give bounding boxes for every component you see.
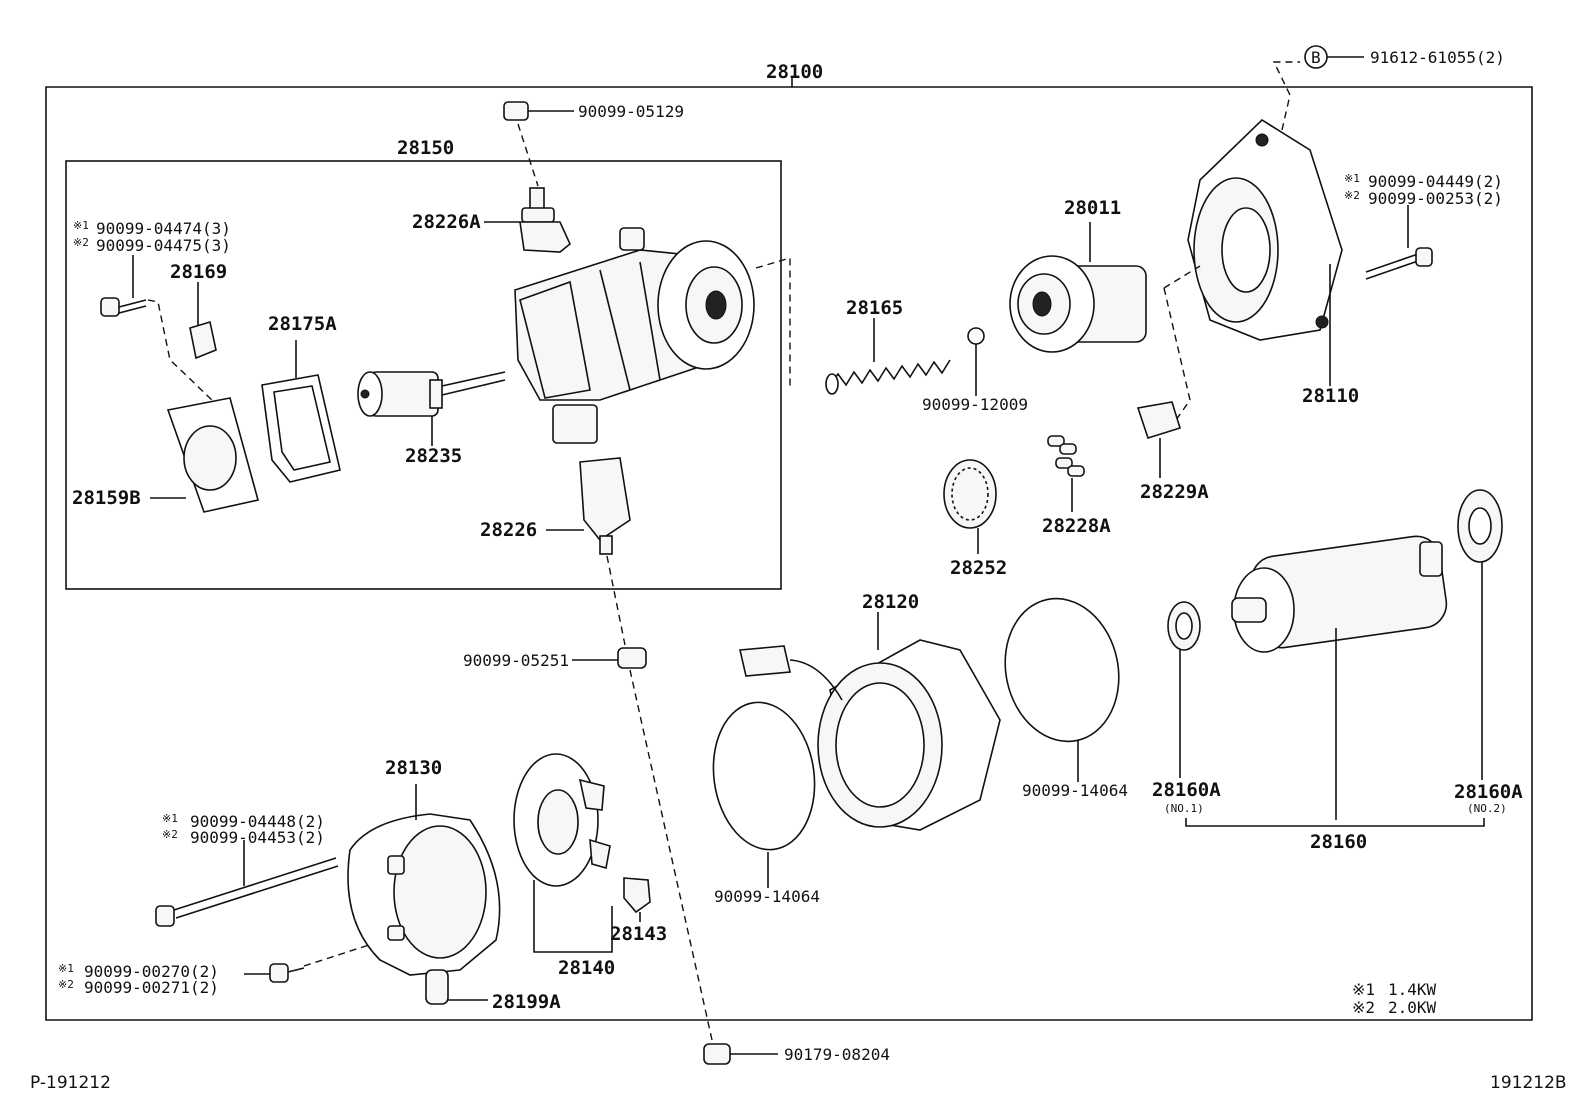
label-yoke: 28120: [862, 591, 919, 613]
mark-screws-2: ※2: [73, 236, 89, 249]
legend: ※1 1.4KW ※2 2.0KW: [1352, 980, 1437, 1017]
label-terminal: 28226: [480, 519, 537, 541]
mark-frame-2: ※2: [58, 978, 74, 991]
label-housing-bolt-1: 90099-04449(2): [1368, 172, 1503, 191]
label-frame-screw-1: 90099-00270(2): [84, 962, 219, 981]
label-thru-bolt-2: 90099-04453(2): [190, 828, 325, 847]
mark-housing-1: ※1: [1344, 172, 1360, 185]
label-gasket: 28175A: [268, 313, 337, 335]
label-bearing-no1-sub: (NO.1): [1164, 802, 1204, 815]
plunger-part: [357, 371, 506, 446]
retainer-part: [1136, 401, 1181, 478]
frame-screw-part: [244, 963, 305, 983]
terminal-a-part: [484, 187, 571, 253]
legend-mark-1: ※1: [1352, 980, 1375, 999]
label-nut-bottom: 90179-08204: [784, 1045, 890, 1064]
nut-top-part: [503, 101, 574, 121]
label-terminal-a: 28226A: [412, 211, 481, 233]
label-bearing-no2: 28160A: [1454, 781, 1523, 803]
label-rollers: 28228A: [1042, 515, 1111, 537]
rollers-part: [1047, 435, 1085, 512]
clutch-part: [1009, 222, 1147, 353]
label-plunger: 28235: [405, 445, 462, 467]
label-brush: 28143: [610, 923, 667, 945]
footer-left: P-191212: [30, 1073, 111, 1093]
spring-part: [825, 318, 951, 395]
label-bolt-b: 91612-61055(2): [1370, 48, 1505, 67]
label-retainer: 28229A: [1140, 481, 1209, 503]
yoke-part: [739, 612, 1001, 831]
nut-bottom-part: [703, 1043, 778, 1065]
gear-part: [943, 459, 997, 554]
housing-bolt-part: [1365, 205, 1433, 280]
solenoid-body-part: [514, 227, 755, 444]
mark-frame-1: ※1: [58, 962, 74, 975]
label-armature: 28160: [1310, 831, 1367, 853]
brush-holder-part: [513, 753, 611, 887]
armature-part: [1231, 535, 1448, 820]
cover-part: [166, 397, 259, 513]
gasket-part: [261, 340, 341, 483]
mark-thru-1: ※1: [162, 812, 178, 825]
label-ball: 90099-12009: [922, 395, 1028, 414]
label-nut-top: 90099-05129: [578, 102, 684, 121]
label-bearing-no2-sub: (NO.2): [1467, 802, 1507, 815]
screw-left-part: [100, 297, 147, 317]
label-frame-screw-2: 90099-00271(2): [84, 978, 219, 997]
label-28150: 28150: [397, 137, 454, 159]
label-nut-mid: 90099-05251: [463, 651, 569, 670]
clamp-part: [189, 282, 217, 360]
thru-bolt-part: [155, 840, 339, 927]
label-spring: 28165: [846, 297, 903, 319]
bearing-no1-part: [1167, 601, 1201, 778]
label-gear: 28252: [950, 557, 1007, 579]
oring-right-part: [1004, 597, 1120, 743]
housing-part: [1187, 118, 1343, 386]
end-frame-part: [347, 784, 501, 976]
label-screws-2: 90099-04475(3): [96, 236, 231, 255]
label-oring-left: 90099-14064: [714, 887, 820, 906]
terminal-part: [546, 457, 631, 555]
mark-housing-2: ※2: [1344, 189, 1360, 202]
label-housing-bolt-2: 90099-00253(2): [1368, 189, 1503, 208]
label-end-frame: 28130: [385, 757, 442, 779]
label-grommet: 28199A: [492, 991, 561, 1013]
label-oring-right: 90099-14064: [1022, 781, 1128, 800]
legend-mark-2: ※2: [1352, 998, 1375, 1017]
assembly-frame-28100: [45, 86, 1533, 1021]
ball-part: [967, 327, 985, 345]
label-clutch: 28011: [1064, 197, 1121, 219]
label-housing: 28110: [1302, 385, 1359, 407]
nut-mid-part: [572, 647, 647, 669]
grommet-part: [425, 969, 488, 1005]
legend-value-2: 2.0KW: [1388, 998, 1437, 1017]
label-bearing-no1: 28160A: [1152, 779, 1221, 801]
label-brush-holder: 28140: [558, 957, 615, 979]
footer-right: 191212B: [1490, 1073, 1567, 1093]
legend-value-1: 1.4KW: [1388, 980, 1437, 999]
mark-thru-2: ※2: [162, 828, 178, 841]
oring-left-part: [712, 701, 816, 851]
subassembly-frame-28150: [65, 160, 782, 590]
b-marker: B: [1311, 48, 1321, 67]
label-cover: 28159B: [72, 487, 141, 509]
brush-part: [623, 877, 651, 922]
label-screws-1: 90099-04474(3): [96, 219, 231, 238]
label-28100: 28100: [766, 61, 823, 83]
bearing-no2-part: [1457, 489, 1503, 780]
mark-screws-1: ※1: [73, 219, 89, 232]
label-clamp: 28169: [170, 261, 227, 283]
label-thru-bolt-1: 90099-04448(2): [190, 812, 325, 831]
